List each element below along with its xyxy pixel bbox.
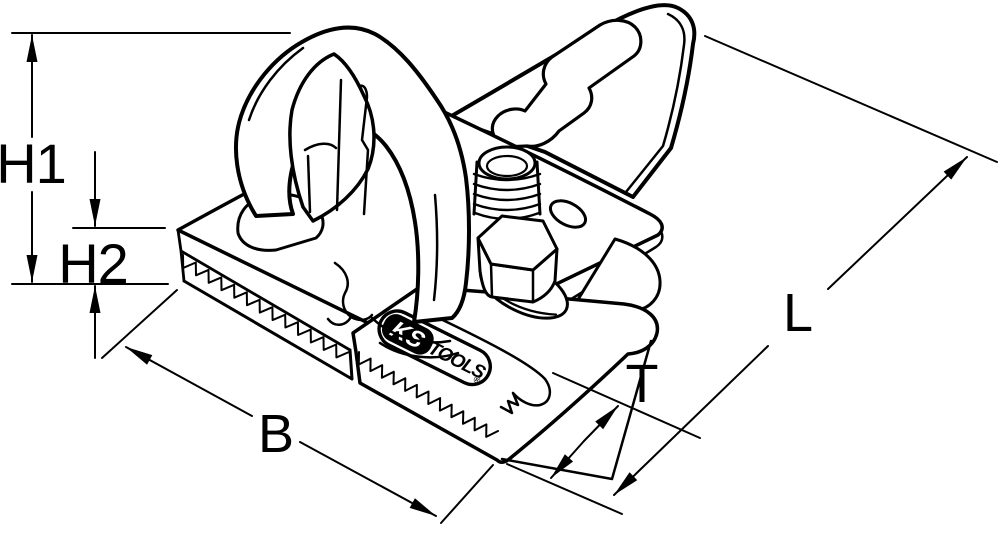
l-arrow-lower <box>613 345 769 496</box>
slide-bar-edge-line <box>624 12 686 194</box>
upper-jaw-pad-bottom-edge <box>182 279 354 381</box>
b-left-extension-line <box>101 289 178 359</box>
t-arrow-upper <box>583 405 619 442</box>
hex-nut <box>476 214 559 304</box>
l-extension-line <box>704 35 998 163</box>
threaded-stud <box>472 145 542 221</box>
b-arrow-right <box>299 441 437 517</box>
handle-strap-leg-line <box>432 193 439 302</box>
upper-jaw-serration-teeth <box>182 254 350 359</box>
dimension-label-l: L <box>783 283 813 343</box>
lower-jaw: KS TOOLS ® <box>351 285 660 481</box>
b-arrow-left <box>125 346 253 417</box>
logo-ks-box <box>381 314 434 355</box>
collar-curves <box>370 316 460 359</box>
stud-cap-chamfer <box>485 154 529 178</box>
plate-oval-hole <box>548 199 588 229</box>
handle-strap <box>234 25 471 324</box>
b-right-extension-line <box>440 464 494 524</box>
slide-bar-slot <box>490 18 643 149</box>
logo-registered-mark: ® <box>472 374 483 386</box>
upper-jaw-side-band <box>566 229 664 303</box>
jaw-break-squiggle <box>326 261 374 326</box>
ks-tools-logo: KS TOOLS ® <box>377 309 492 387</box>
l-arrow-upper <box>827 156 968 290</box>
t-upper-extension-line <box>552 372 701 439</box>
lower-jaw-serration-teeth <box>357 351 499 438</box>
handle-strap-opening <box>288 52 376 223</box>
dimension-annotations <box>11 32 998 524</box>
hex-nut-corner-lines <box>489 262 535 304</box>
t-lower-extension-line <box>506 463 623 515</box>
mechanism-details <box>303 78 370 216</box>
slide-bar <box>446 3 697 199</box>
dimension-label-h2: H2 <box>58 232 128 295</box>
t-arrow-lower <box>550 440 585 479</box>
dimension-label-t: T <box>626 354 659 414</box>
dimension-label-h1: H1 <box>0 132 66 195</box>
lower-jaw-inner-contour <box>426 311 552 415</box>
dimension-label-b: B <box>258 404 294 464</box>
stud-cap <box>477 145 537 181</box>
handle-strap-thickness-line <box>247 46 305 122</box>
